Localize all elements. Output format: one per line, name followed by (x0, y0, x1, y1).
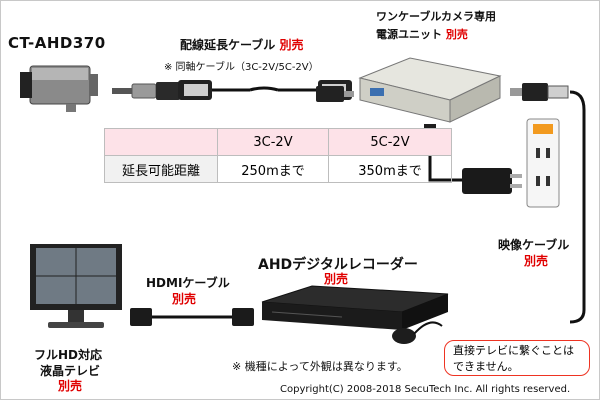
hdmi-cable-title: HDMIケーブル (146, 276, 230, 290)
psu-image (358, 57, 502, 123)
extension-cable-title: 配線延長ケーブル 別売 (180, 36, 303, 53)
direct-tv-warning-callout: 直接テレビに繋ぐことはできません。 (444, 340, 590, 376)
bnc-connector-camera (112, 82, 180, 100)
extension-cable-title-text: 配線延長ケーブル (180, 38, 276, 52)
psu-title-line2-text: 電源ユニット (376, 28, 442, 41)
table-value-3c2v: 250mまで (217, 155, 329, 183)
tv-title-line1: フルHD対応 (34, 348, 103, 362)
bnc-connector-psu-right (510, 83, 569, 101)
table-header-row: 3C-2V 5C-2V (104, 128, 452, 156)
video-cable-line (569, 90, 586, 324)
psu-title-line1: ワンケーブルカメラ専用 (376, 10, 497, 23)
recorder-sold-separately: 別売 (324, 272, 349, 286)
copyright-text: Copyright(C) 2008-2018 SecuTech Inc. All… (280, 384, 571, 395)
table-header-5c2v: 5C-2V (328, 128, 452, 156)
tv-image (30, 244, 122, 328)
table-header-3c2v: 3C-2V (217, 128, 329, 156)
extension-cable-sold-separately: 別売 (279, 38, 304, 52)
camera-model-label: CT-AHD370 (8, 34, 106, 52)
tv-sold-separately: 別売 (58, 379, 83, 393)
hdmi-cable-sold-separately: 別売 (172, 292, 197, 306)
tv-title-line2: 液晶テレビ (40, 364, 101, 378)
hdmi-cable-image (130, 308, 254, 326)
recorder-title: AHDデジタルレコーダー (258, 257, 418, 273)
table-corner-cell (104, 128, 218, 156)
table-value-5c2v: 350mまで (328, 155, 452, 183)
bnc-connector-psu-left (316, 86, 354, 102)
table-row: 延長可能距離 250mまで 350mまで (104, 155, 452, 183)
video-cable-sold-separately: 別売 (524, 254, 549, 268)
extension-distance-table: 3C-2V 5C-2V 延長可能距離 250mまで 350mまで (104, 128, 452, 183)
table-row-label: 延長可能距離 (104, 155, 218, 183)
psu-title-line2: 電源ユニット 別売 (376, 26, 468, 42)
recorder-image (261, 285, 449, 330)
extension-cable-note: ※ 同軸ケーブル（3C-2V/5C-2V） (164, 62, 319, 73)
mouse-image (392, 321, 443, 344)
wall-outlet-image (526, 118, 560, 208)
psu-sold-separately: 別売 (445, 28, 468, 41)
camera-image (20, 65, 98, 112)
video-cable-title: 映像ケーブル (498, 238, 570, 252)
recorder-appearance-note: ※ 機種によって外観は異なります。 (232, 360, 408, 373)
